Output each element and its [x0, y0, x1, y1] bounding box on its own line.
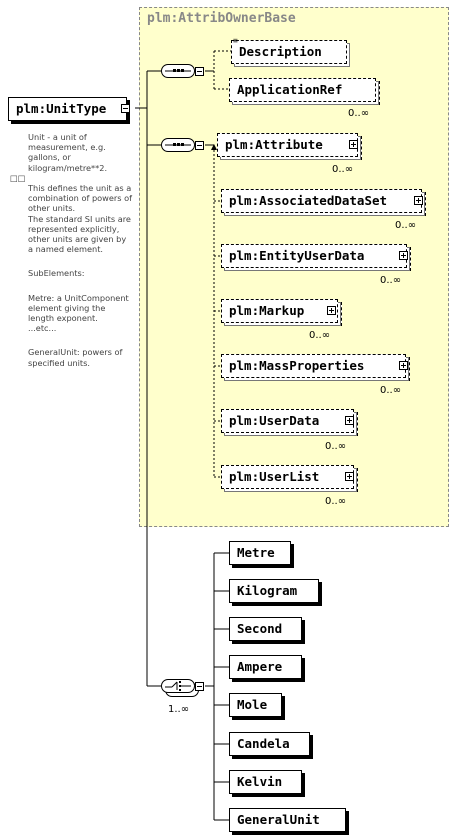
doc-line: Metre: a UnitComponent element giving th…	[28, 292, 129, 324]
element-label: plm:UserList	[229, 469, 320, 484]
doc-line: Unit - a unit of measurement, e.g. gallo…	[28, 132, 108, 173]
doc-line: ...etc...	[28, 323, 57, 334]
element-label: plm:Attribute	[225, 137, 323, 152]
element-label: ApplicationRef	[237, 82, 343, 97]
root-element-label: plm:UnitType	[16, 101, 107, 116]
doc-line: This defines the unit as a combination o…	[28, 183, 133, 214]
doc-line: The standard SI units are represented ex…	[28, 213, 131, 255]
element-label: Ampere	[237, 659, 283, 674]
element-label: plm:EntityUserData	[229, 248, 365, 263]
element-label: plm:UserData	[229, 413, 320, 428]
element-userlist[interactable]: plm:UserList	[221, 465, 354, 489]
element-generalunit[interactable]: GeneralUnit	[229, 808, 346, 832]
element-userdata[interactable]: plm:UserData	[221, 409, 354, 433]
occurrence-label: 1..∞	[168, 704, 190, 715]
element-label: Mole	[237, 697, 268, 712]
element-label: Second	[237, 621, 283, 636]
element-label: plm:Markup	[229, 303, 305, 318]
occurrence-label: 0..∞	[348, 108, 370, 119]
occurrence-label: 0..∞	[309, 330, 331, 341]
expand-icon[interactable]	[414, 196, 423, 205]
sequence-compositor-icon	[161, 138, 195, 152]
element-entityuserdata[interactable]: plm:EntityUserData	[221, 244, 407, 268]
expand-icon[interactable]	[327, 306, 336, 315]
element-label: Kelvin	[237, 774, 283, 789]
element-label: plm:AssociatedDataSet	[229, 193, 388, 208]
choice-compositor-icon	[161, 679, 195, 693]
documentation-text: Unit - a unit of measurement, e.g. gallo…	[10, 132, 132, 368]
element-label: Metre	[237, 545, 275, 560]
element-mole[interactable]: Mole	[229, 693, 282, 717]
occurrence-label: 0..∞	[395, 220, 417, 231]
element-label: GeneralUnit	[237, 812, 320, 827]
element-label: plm:MassProperties	[229, 358, 365, 373]
doc-line: SubElements:	[28, 268, 85, 279]
sequence-compositor-icon	[161, 64, 195, 78]
doc-line: □□	[10, 172, 26, 183]
expand-icon[interactable]	[399, 251, 408, 260]
element-candela[interactable]: Candela	[229, 732, 310, 756]
documentation-marker-icon: ≡	[233, 36, 238, 45]
expand-icon[interactable]	[345, 472, 354, 481]
occurrence-label: 0..∞	[332, 164, 354, 175]
doc-line: GeneralUnit: powers of specified units.	[28, 347, 123, 368]
element-label: Kilogram	[237, 583, 298, 598]
occurrence-label: 0..∞	[380, 385, 402, 396]
occurrence-label: 0..∞	[380, 275, 402, 286]
base-type-title: plm:AttribOwnerBase	[147, 11, 296, 26]
element-label: Candela	[237, 736, 290, 751]
element-description[interactable]: Description	[231, 40, 347, 64]
element-associateddataset[interactable]: plm:AssociatedDataSet	[221, 189, 422, 213]
element-label: Description	[239, 44, 322, 59]
collapse-icon[interactable]	[195, 682, 204, 691]
occurrence-label: 0..∞	[325, 441, 347, 452]
occurrence-label: 0..∞	[325, 496, 347, 507]
collapse-icon[interactable]	[195, 141, 204, 150]
element-kilogram[interactable]: Kilogram	[229, 579, 319, 603]
collapse-icon[interactable]	[195, 67, 204, 76]
element-attribute[interactable]: plm:Attribute	[217, 133, 358, 157]
expand-icon[interactable]	[349, 140, 358, 149]
collapse-icon[interactable]	[121, 104, 130, 113]
element-massproperties[interactable]: plm:MassProperties	[221, 354, 406, 378]
element-ampere[interactable]: Ampere	[229, 655, 302, 679]
element-applicationref[interactable]: ApplicationRef	[229, 78, 376, 102]
element-metre[interactable]: Metre	[229, 541, 291, 565]
expand-icon[interactable]	[345, 416, 354, 425]
element-markup[interactable]: plm:Markup	[221, 299, 338, 323]
element-kelvin[interactable]: Kelvin	[229, 770, 302, 794]
root-element-unittype[interactable]: plm:UnitType	[8, 97, 127, 121]
element-second[interactable]: Second	[229, 617, 302, 641]
expand-icon[interactable]	[399, 361, 408, 370]
